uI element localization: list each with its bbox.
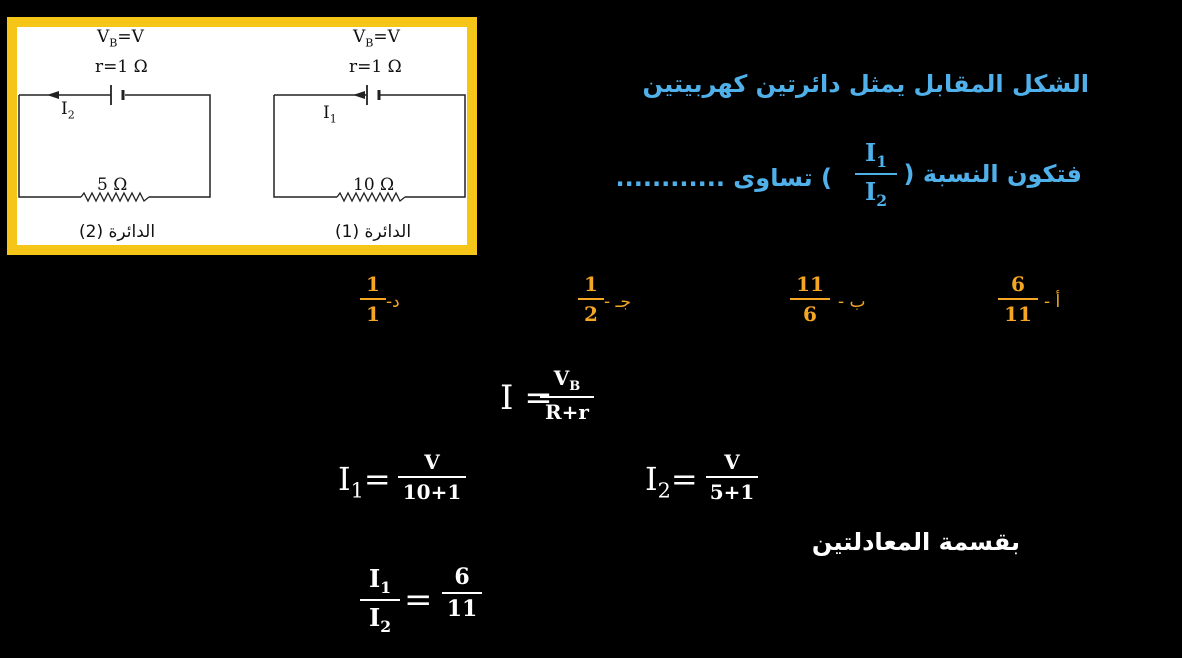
option-d-fraction[interactable]: 1 1 [360, 272, 386, 326]
option-c-label[interactable]: جـ - [604, 292, 632, 312]
option-c-denominator: 2 [584, 302, 598, 326]
circuit-1-battery-symbol [366, 85, 381, 105]
option-d-bar [360, 298, 386, 300]
question-line-1: الشكل المقابل يمثل دائرتين كهربيتين [642, 70, 1089, 98]
i2-equation-lhs: I2= [645, 460, 698, 503]
result-value-denominator: 11 [446, 596, 478, 622]
i2-equation-numerator: V [724, 450, 740, 474]
result-value-bar [442, 592, 482, 594]
circuit-2-caption: الدائرة (2) [79, 222, 156, 242]
option-c-fraction[interactable]: 1 2 [578, 272, 604, 326]
circuit-2-resistor-symbol [80, 191, 150, 203]
circuit-1-current-arrow-icon [353, 91, 365, 99]
option-b-denominator: 6 [803, 302, 817, 326]
i1-equation-fraction: V 10+1 [398, 450, 466, 504]
general-formula-denominator: R+r [545, 400, 589, 424]
circuit-2-internal-resistance-label: r=1 Ω [95, 57, 148, 77]
circuit-2-current-label: I2 [61, 99, 75, 122]
general-formula-bar [540, 396, 594, 398]
option-b-fraction[interactable]: 11 6 [790, 272, 830, 326]
i1-equation-bar [398, 476, 466, 478]
question-ratio-numerator: I1 [864, 138, 888, 171]
i1-equation-lhs: I1= [338, 460, 391, 503]
general-formula-fraction: VB R+r [540, 366, 594, 424]
result-ratio-denominator: I2 [368, 602, 392, 636]
circuit-1-wires [273, 94, 466, 198]
circuit-2-current-arrow-icon [47, 91, 59, 99]
option-a-numerator: 6 [1011, 272, 1025, 296]
option-c-bar [578, 298, 604, 300]
circuit-figure-panel: VB=V r=1 Ω I2 5 Ω الدائرة (2) VB=V r=1 Ω… [17, 27, 467, 245]
i2-equation-fraction: V 5+1 [706, 450, 758, 504]
question-ratio-fraction: I1 I2 [855, 138, 897, 210]
question-line-2-end: ) تساوى ............ [615, 164, 832, 192]
result-value-fraction: 6 11 [442, 564, 482, 622]
general-formula-lhs: I = [500, 378, 553, 418]
i2-equation-bar [706, 476, 758, 478]
question-line-2-start: فتكون النسبة ( [903, 160, 1083, 188]
circuit-2-wires [18, 94, 211, 198]
i2-equation-denominator: 5+1 [709, 480, 755, 504]
option-a-bar [998, 298, 1038, 300]
circuit-1-internal-resistance-label: r=1 Ω [349, 57, 402, 77]
i1-equation-denominator: 10+1 [402, 480, 462, 504]
question-ratio-bar [855, 172, 897, 175]
option-d-denominator: 1 [366, 302, 380, 326]
result-ratio-bar [360, 598, 400, 601]
result-ratio-fraction: I1 I2 [360, 564, 400, 636]
option-b-numerator: 11 [796, 272, 824, 296]
option-c-numerator: 1 [584, 272, 598, 296]
circuit-2-battery-symbol [110, 85, 125, 105]
circuit-figure: VB=V r=1 Ω I2 5 Ω الدائرة (2) VB=V r=1 Ω… [7, 17, 477, 255]
circuit-1-resistor-label: 10 Ω [353, 175, 395, 195]
circuit-1-caption: الدائرة (1) [335, 222, 412, 242]
result-equals-sign: = [404, 580, 433, 620]
option-d-numerator: 1 [366, 272, 380, 296]
circuit-1-current-label: I1 [323, 103, 337, 126]
circuit-1-resistor-symbol [336, 191, 406, 203]
option-b-label[interactable]: ب - [838, 292, 866, 312]
circuit-diagram-svg [18, 85, 466, 203]
option-b-bar [790, 298, 830, 300]
result-value-numerator: 6 [454, 564, 470, 590]
option-a-label[interactable]: أ - [1044, 292, 1061, 312]
i1-equation-numerator: V [424, 450, 440, 474]
result-ratio-numerator: I1 [368, 564, 392, 597]
circuit-2-voltage-label: VB=V [97, 27, 144, 50]
circuit-1-voltage-label: VB=V [353, 27, 400, 50]
option-a-fraction[interactable]: 6 11 [998, 272, 1038, 326]
question-ratio-denominator: I2 [864, 176, 888, 210]
option-a-denominator: 11 [1004, 302, 1032, 326]
general-formula-numerator: VB [553, 366, 581, 394]
option-d-label[interactable]: د- [386, 292, 400, 312]
divide-equations-note: بقسمة المعادلتين [811, 528, 1020, 556]
circuit-2-resistor-label: 5 Ω [97, 175, 128, 195]
